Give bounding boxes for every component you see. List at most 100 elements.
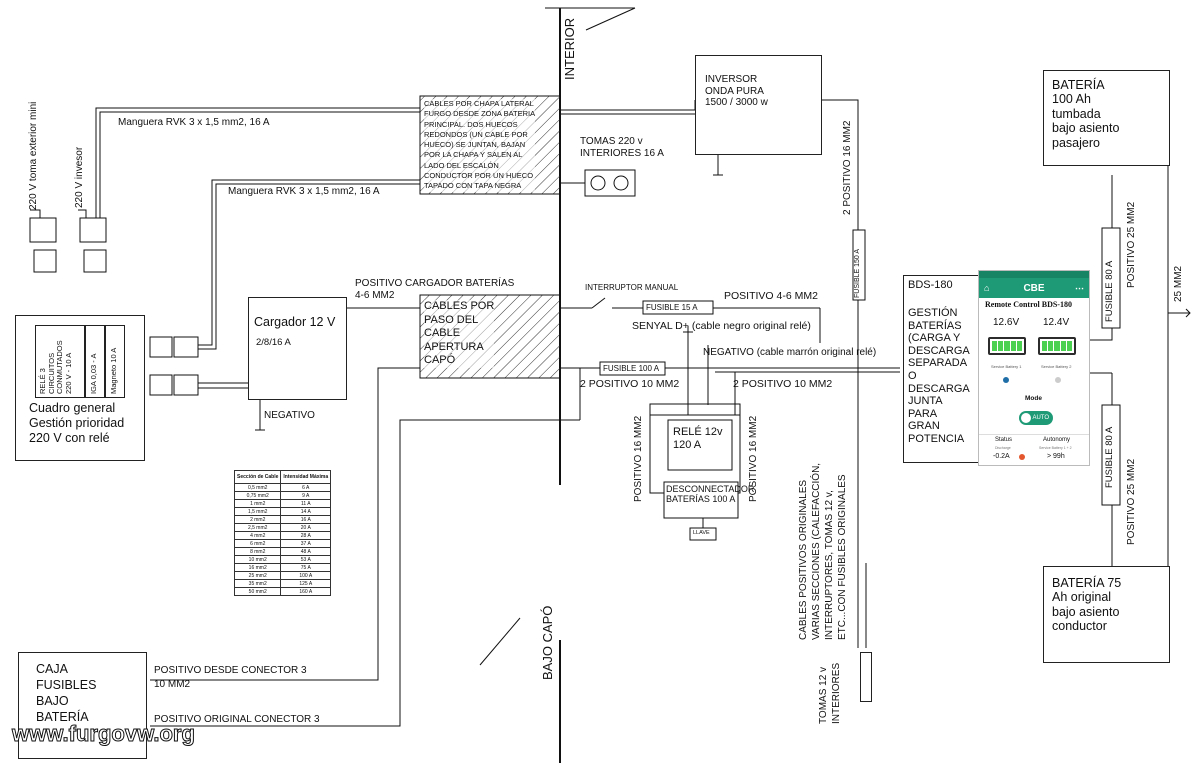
table-cell: 35 mm2 xyxy=(233,579,282,588)
battery-1-indicator[interactable] xyxy=(1003,377,1009,383)
autonomy-label: Autonomy xyxy=(1043,437,1071,443)
table-cell: 2 mm2 xyxy=(233,515,282,524)
cargador-label: Cargador 12 V xyxy=(254,315,336,329)
positivo-16-inversor-label: 2 POSITIVO 16 MM2 xyxy=(842,120,853,215)
table-cell: 160 A xyxy=(280,587,332,596)
table-cell: 1 mm2 xyxy=(233,499,282,508)
table-cell: 2,5 mm2 xyxy=(233,523,282,532)
table-cell: 75 A xyxy=(280,563,332,572)
positivo-conector3-label: POSITIVO DESDE CONECTOR 3 10 MM2 xyxy=(154,665,307,690)
cables-originales-note: CABLES POSITIVOS ORIGINALES VARIAS SECCI… xyxy=(798,462,848,640)
battery-2-indicator[interactable] xyxy=(1055,377,1061,383)
positivo-cargador-label: POSITIVO CARGADOR BATERÍAS 4-6 MM2 xyxy=(355,278,515,301)
cargador-spec: 2/8/16 A xyxy=(256,337,291,348)
rele-3-module xyxy=(35,325,85,398)
cable-section-table: Sección de Cable Intensidad Máxima 0,5 m… xyxy=(233,470,332,596)
fusible-15-label: FUSIBLE 15 A xyxy=(646,303,698,312)
positivo-25-bottom-label: POSITIVO 25 MM2 xyxy=(1126,458,1137,545)
caja-fusibles-box xyxy=(18,652,147,759)
inversor-box xyxy=(695,55,822,155)
bajo-capo-label: BAJO CAPÓ xyxy=(540,605,555,680)
battery-1-icon xyxy=(988,337,1026,355)
plug-icons xyxy=(29,217,199,396)
positivo-original3-label: POSITIVO ORIGINAL CONECTOR 3 xyxy=(154,714,320,725)
table-cell: 25 mm2 xyxy=(233,571,282,580)
llave-label: LLAVE xyxy=(693,530,710,536)
positivo-46-label: POSITIVO 4-6 MM2 xyxy=(724,290,818,302)
bateria-100-label: BATERÍA 100 Ah tumbada bajo asiento pasa… xyxy=(1052,78,1120,150)
table-cell: 8 mm2 xyxy=(233,547,282,556)
table-cell: 0,75 mm2 xyxy=(233,491,282,500)
table-cell: 0,5 mm2 xyxy=(233,483,282,492)
table-cell: 53 A xyxy=(280,555,332,564)
table-header: Intensidad Máxima xyxy=(280,470,332,484)
alert-icon xyxy=(1019,454,1025,460)
tomas-220-label: TOMAS 220 v INTERIORES 16 A xyxy=(580,136,664,159)
interior-label: INTERIOR xyxy=(562,17,577,80)
interruptor-label: INTERRUPTOR MANUAL xyxy=(585,283,679,292)
positivo-10-left-label: 2 POSITIVO 10 MM2 xyxy=(580,378,680,390)
negativo-marron-label: NEGATIVO (cable marrón original relé) xyxy=(703,347,877,358)
table-cell: 28 A xyxy=(280,531,332,540)
status-sub: Discharge xyxy=(995,446,1011,450)
table-cell: 1,5 mm2 xyxy=(233,507,282,516)
mm2-25-label: 25 MM2 xyxy=(1173,265,1184,302)
inversor-label: INVERSOR ONDA PURA 1500 / 3000 w xyxy=(705,74,768,108)
app-brand: CBE xyxy=(1023,282,1045,294)
bateria-75-label: BATERÍA 75 Ah original bajo asiento cond… xyxy=(1052,576,1122,634)
fusible-150-label: FUSIBLE 150 A xyxy=(854,248,861,298)
watermark: www.furgovw.org xyxy=(12,720,196,746)
cargador-box xyxy=(248,297,347,400)
iga-label: IGA 0,03 - A xyxy=(89,353,98,394)
app-header: ⌂ CBE ⋯ xyxy=(979,278,1089,298)
table-cell: 14 A xyxy=(280,507,332,516)
desconnectador-label: DESCONNECTADOR BATERÍAS 100 A xyxy=(666,484,755,505)
more-icon[interactable]: ⋯ xyxy=(1075,282,1084,293)
mode-label: Mode xyxy=(1025,395,1042,402)
bds-title: BDS-180 xyxy=(908,279,953,291)
rele-label: RELÉ 12v 120 A xyxy=(673,426,723,451)
tomas-12v-label: TOMAS 12 v INTERIORES xyxy=(818,662,842,724)
cables-paso-note: CABLES POR PASO DEL CABLE APERTURA CAPÓ xyxy=(424,300,495,368)
table-cell: 50 mm2 xyxy=(233,587,282,596)
table-cell: 11 A xyxy=(280,499,332,508)
table-cell: 6 A xyxy=(280,483,332,492)
table-cell: 16 A xyxy=(280,515,332,524)
bds-description: GESTIÓN BATERÍAS (CARGA Y DESCARGA SEPAR… xyxy=(908,307,970,445)
table-cell: 6 mm2 xyxy=(233,539,282,548)
tomas-12v-box xyxy=(860,652,872,702)
fusible-100-label: FUSIBLE 100 A xyxy=(603,364,660,373)
positivo-25-top-label: POSITIVO 25 MM2 xyxy=(1126,201,1137,288)
battery-2-voltage: 12.4V xyxy=(1043,317,1070,328)
fuse-shapes xyxy=(599,227,1121,541)
mode-value: AUTO xyxy=(1032,415,1049,421)
home-icon[interactable]: ⌂ xyxy=(984,283,990,293)
bateria-75-box xyxy=(1043,566,1170,663)
manguera-1-label: Manguera RVK 3 x 1,5 mm2, 16 A xyxy=(118,117,270,128)
wires xyxy=(30,7,1191,763)
magneto-label: Magneto 10 A xyxy=(109,347,118,394)
rele-3-label: RELÉ 3 CIRCUITOS CONMUTADOS 220 V - 10 A xyxy=(38,340,73,394)
fusible-80-bottom-label: FUSIBLE 80 A xyxy=(1104,426,1115,488)
invesor-label: 220 V invesor xyxy=(74,146,85,208)
socket-icon xyxy=(584,169,636,197)
battery-1-voltage: 12.6V xyxy=(993,317,1020,328)
table-cell: 9 A xyxy=(280,491,332,500)
table-cell: 4 mm2 xyxy=(233,531,282,540)
mode-toggle[interactable]: AUTO xyxy=(1019,411,1053,425)
relay-frames xyxy=(649,414,741,519)
table-cell: 37 A xyxy=(280,539,332,548)
toma-mini-label: 220 V toma exterior mini xyxy=(28,101,39,210)
bateria-100-box xyxy=(1043,70,1170,166)
table-cell: 16 mm2 xyxy=(233,563,282,572)
table-cell: 48 A xyxy=(280,547,332,556)
